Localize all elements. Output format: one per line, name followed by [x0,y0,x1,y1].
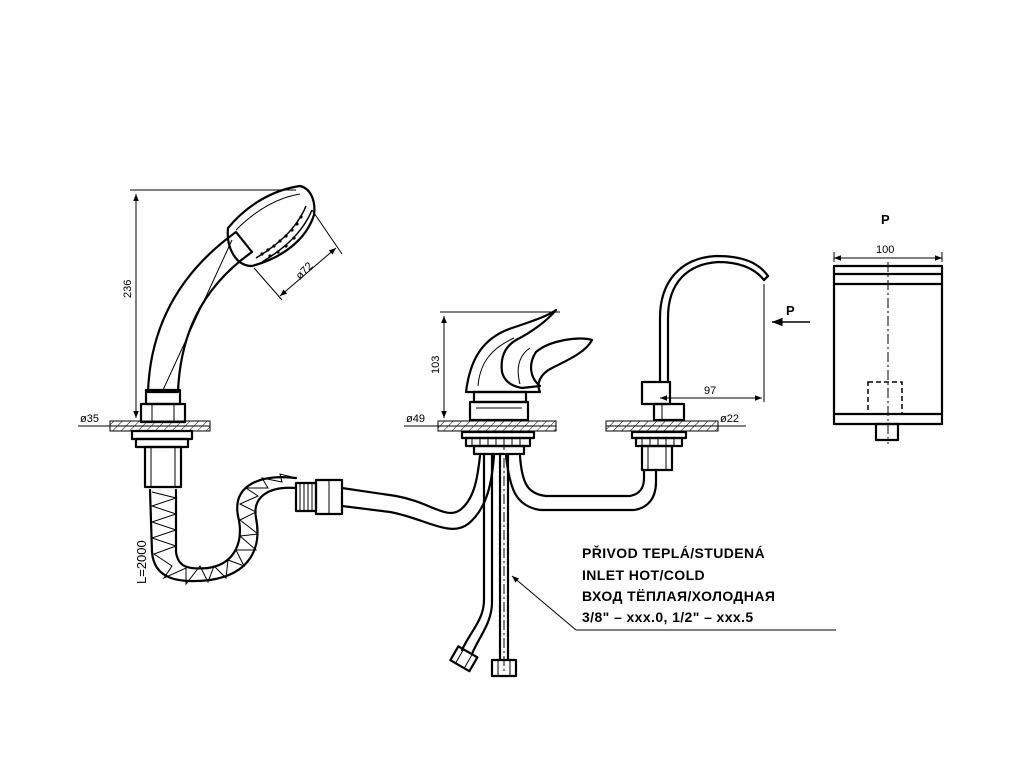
mixer-dimensions: 103 ø49 [404,311,560,427]
spout [605,254,770,472]
side-view-p: P 100 [832,212,944,444]
dim-22: ø22 [720,413,739,425]
dim-49: ø49 [406,413,425,425]
dim-97: 97 [704,385,716,397]
inlet-note: PŘIVOD TEPLÁ/STUDENÁ INLET HOT/COLD ВХОД… [511,544,836,631]
hand-shower [109,184,316,489]
dim-35: ø35 [80,413,99,425]
side-view-title: P [881,212,890,227]
dim-236: 236 [122,280,134,298]
note-line-1: PŘIVOD TEPLÁ/STUDENÁ [582,544,765,561]
dim-100: 100 [876,244,894,256]
dim-hose-length: L=2000 [134,540,149,584]
handshower-dimensions: 236 ø72 ø35 [78,189,343,427]
spout-dimensions: 97 ø22 P [606,284,810,427]
note-line-2: INLET HOT/COLD [582,567,705,583]
dim-103: 103 [430,356,442,374]
note-line-4: 3/8" – xxx.0, 1/2" – xxx.5 [582,609,754,625]
view-arrow-label: P [786,303,795,318]
dim-72: ø72 [294,260,316,282]
note-line-3: ВХОД ТЁПЛАЯ/ХОЛОДНАЯ [582,588,775,604]
shower-hose [148,454,496,586]
